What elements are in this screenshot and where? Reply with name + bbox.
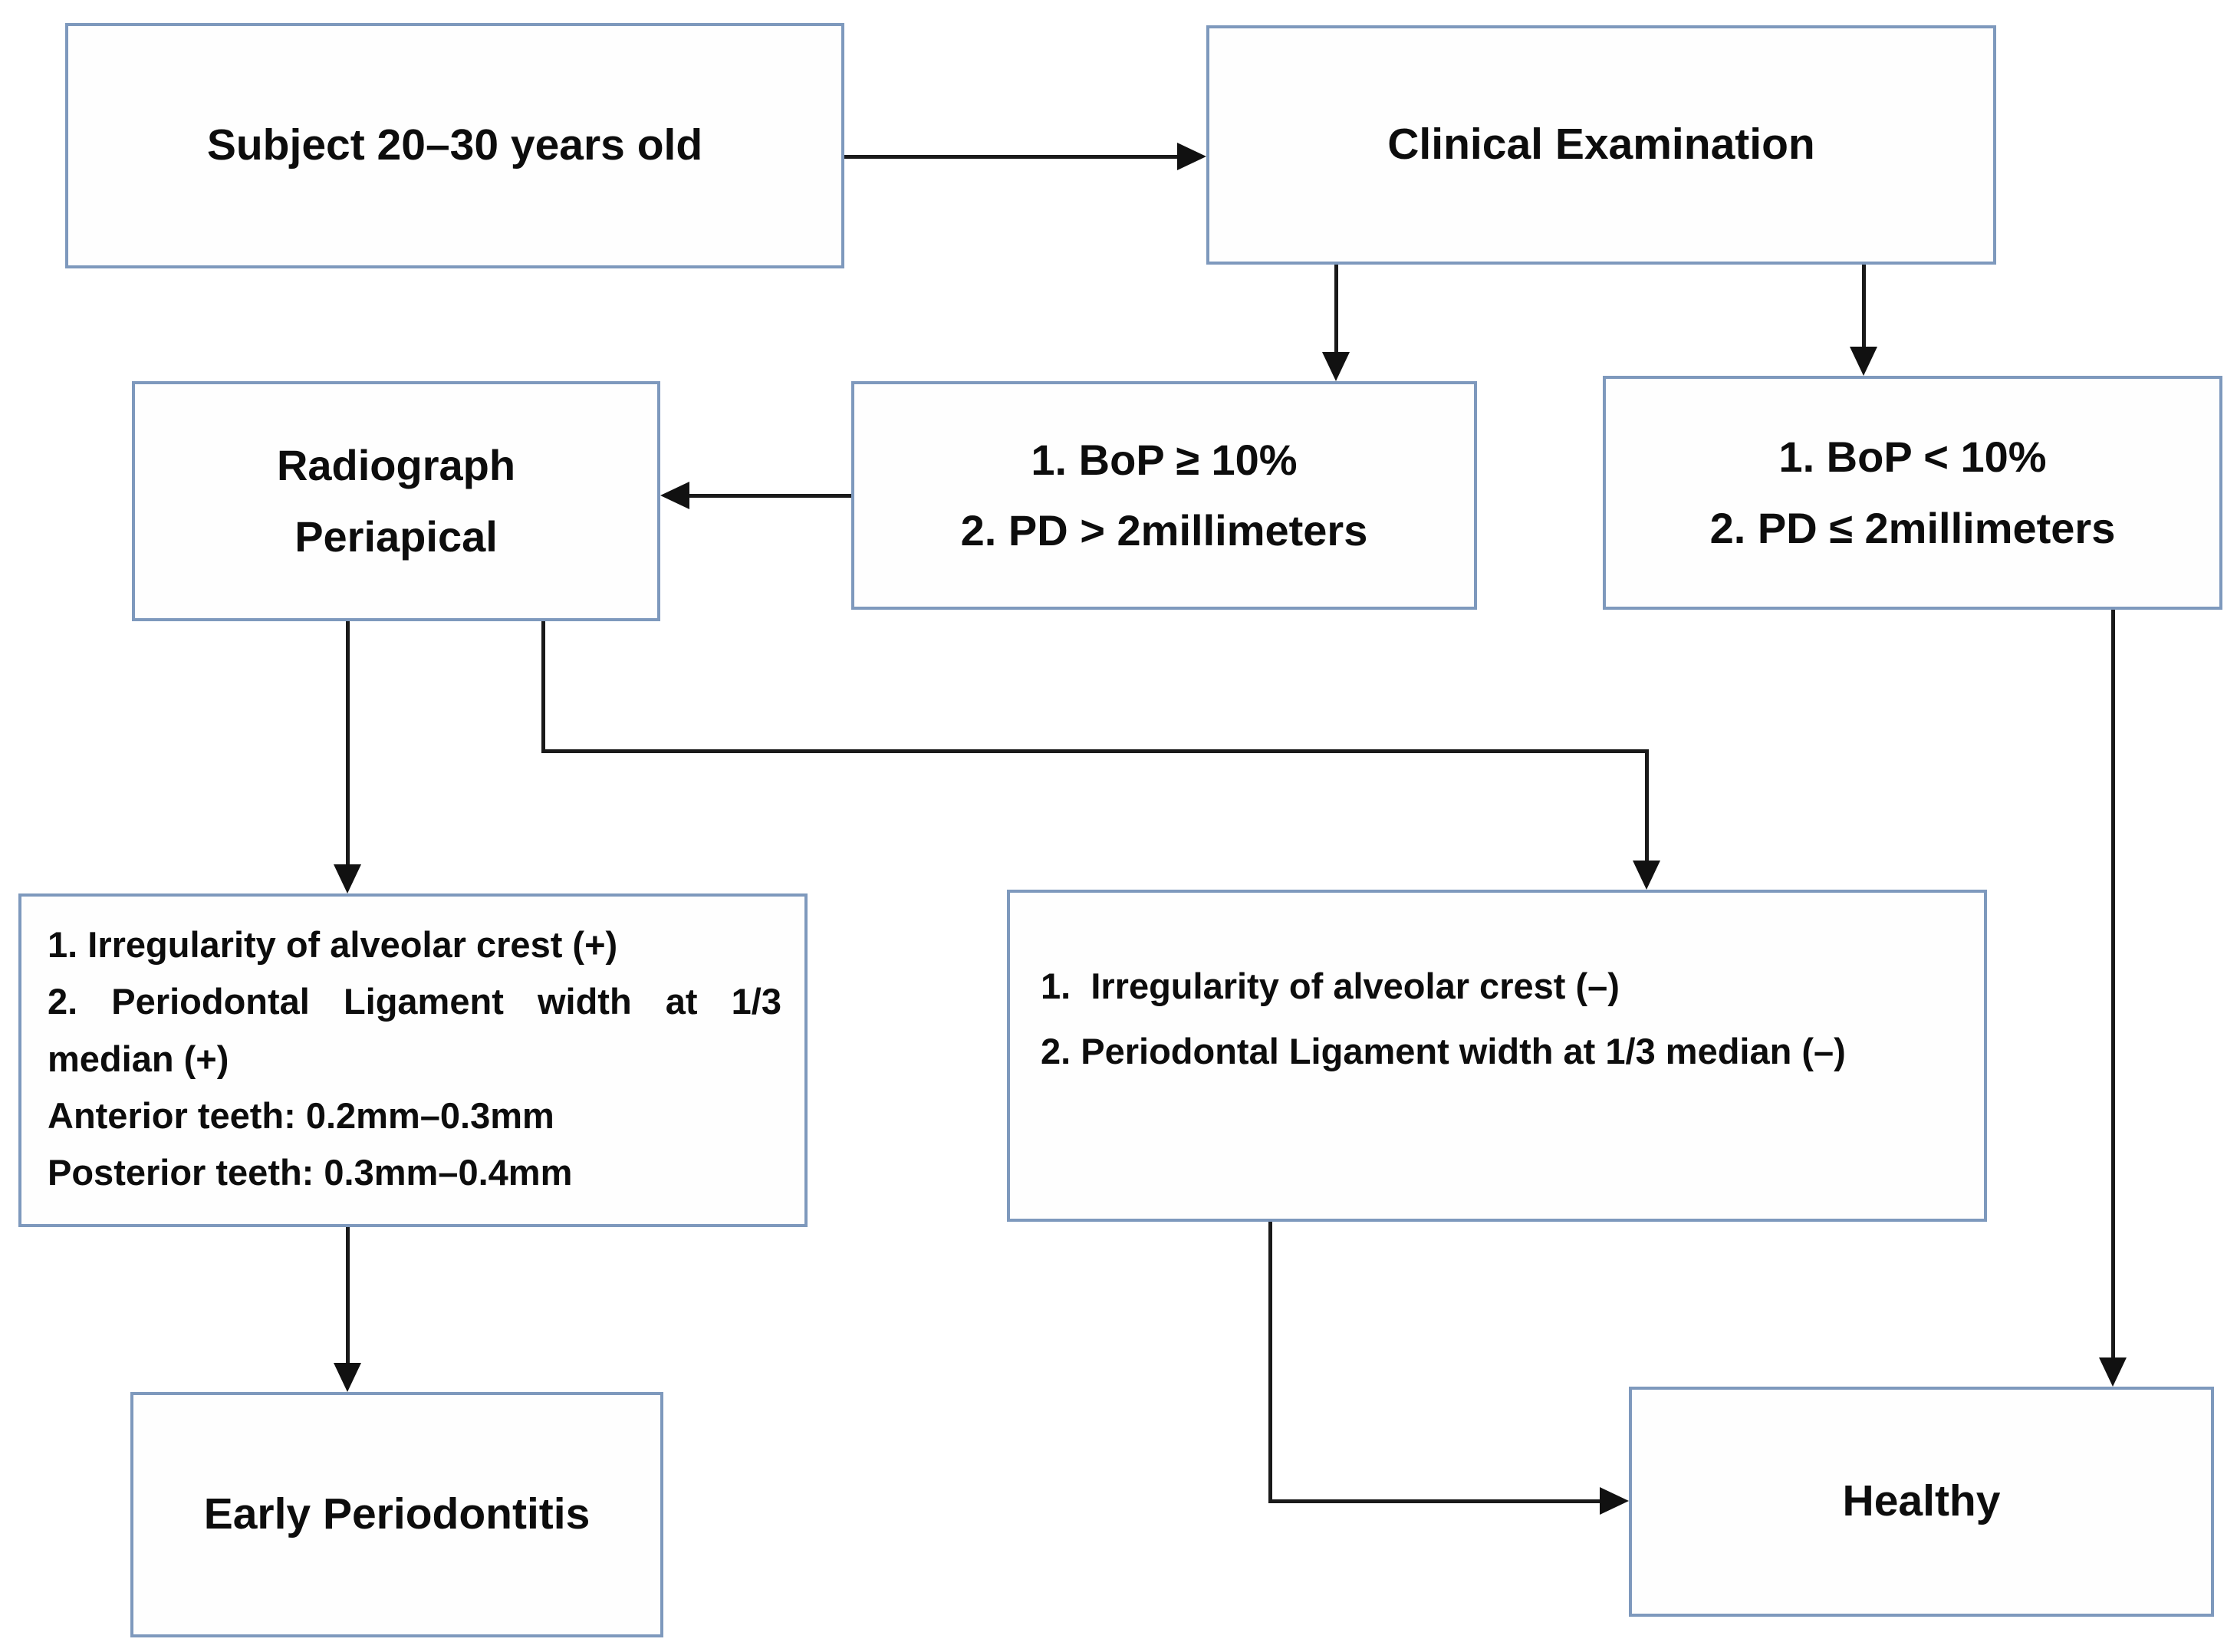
node-bop-low-line: 2. PD ≤ 2millimeters	[1709, 503, 2116, 552]
node-bop-low-line: 1. BoP < 10%	[1778, 433, 2047, 482]
node-radiograph-positive-findings: 1. Irregularity of alveolar crest (+) 2.…	[18, 893, 808, 1227]
node-clinical-examination-label: Clinical Examination	[1387, 120, 1815, 169]
node-radiograph-line: Periapical	[294, 512, 498, 561]
node-subject: Subject 20–30 years old	[65, 23, 844, 268]
finding-line: median (+)	[48, 1038, 229, 1079]
node-radiograph-periapical: Radiograph Periapical	[132, 381, 660, 621]
node-bop-high-line: 1. BoP ≥ 10%	[1031, 435, 1298, 484]
node-bop-high-line: 2. PD > 2millimeters	[960, 506, 1368, 555]
node-bop-low: 1. BoP < 10% 2. PD ≤ 2millimeters	[1603, 376, 2222, 610]
finding-line: Anterior teeth: 0.2mm–0.3mm	[48, 1094, 554, 1136]
node-early-periodontitis: Early Periodontitis	[130, 1392, 663, 1637]
node-clinical-examination: Clinical Examination	[1206, 25, 1996, 265]
node-healthy: Healthy	[1629, 1387, 2214, 1617]
finding-line: 1. Irregularity of alveolar crest (–)	[1041, 966, 1620, 1006]
finding-line: 2. Periodontal Ligament width at 1/3 med…	[1041, 1030, 1846, 1071]
finding-line: 2. Periodontal Ligament width at 1/3	[48, 981, 781, 1022]
node-radiograph-line: Radiograph	[276, 441, 516, 490]
node-healthy-label: Healthy	[1842, 1476, 2001, 1526]
finding-line: 1. Irregularity of alveolar crest (+)	[48, 924, 618, 965]
node-bop-high: 1. BoP ≥ 10% 2. PD > 2millimeters	[851, 381, 1477, 610]
finding-line: Posterior teeth: 0.3mm–0.4mm	[48, 1152, 573, 1193]
node-early-periodontitis-label: Early Periodontitis	[203, 1489, 591, 1539]
node-radiograph-negative-findings: 1. Irregularity of alveolar crest (–) 2.…	[1007, 890, 1987, 1222]
node-subject-label: Subject 20–30 years old	[206, 120, 703, 170]
